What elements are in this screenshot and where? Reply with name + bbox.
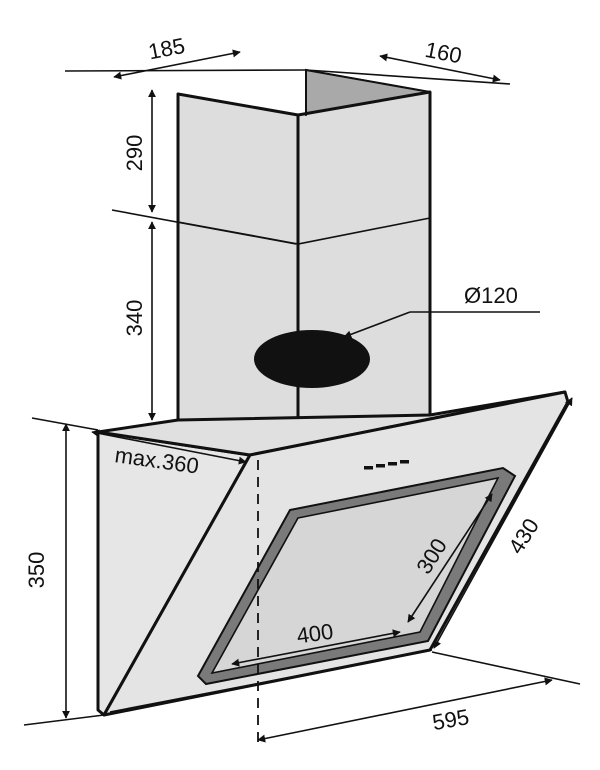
extension-line [64,69,307,72]
control-button [400,460,409,464]
label-chimney-lower-height: 340 [122,300,147,337]
label-chimney-width: 160 [423,37,464,69]
extension-line [31,417,99,431]
control-buttons [364,460,409,470]
chimney-top-edge [305,69,431,93]
label-glass-panel-length: 430 [503,514,544,558]
control-button [388,462,397,466]
dim-line-160 [379,53,501,83]
chimney [176,68,432,447]
dim-line-400 [231,629,401,667]
dim-line-max360 [91,429,247,465]
label-duct-diameter: Ø120 [464,283,518,308]
extension-line [23,714,105,726]
duct-hole [254,330,370,388]
control-button [376,464,385,468]
label-hood-width: 595 [430,704,471,735]
dim-line-185 [113,49,241,80]
chimney-left-face [176,92,300,447]
label-hood-height: 350 [24,552,49,589]
dim-line-595 [257,677,553,743]
label-filter-width: 400 [295,619,335,649]
control-button [364,466,373,470]
label-chimney-depth: 185 [146,33,187,65]
label-chimney-upper-height: 290 [122,135,147,172]
leader-line-arrow [343,311,411,339]
dim-line-430 [433,397,573,649]
extension-line [431,651,581,685]
extension-line [111,209,297,245]
chimney-right-face [296,90,432,447]
dimension-lines [23,49,581,748]
